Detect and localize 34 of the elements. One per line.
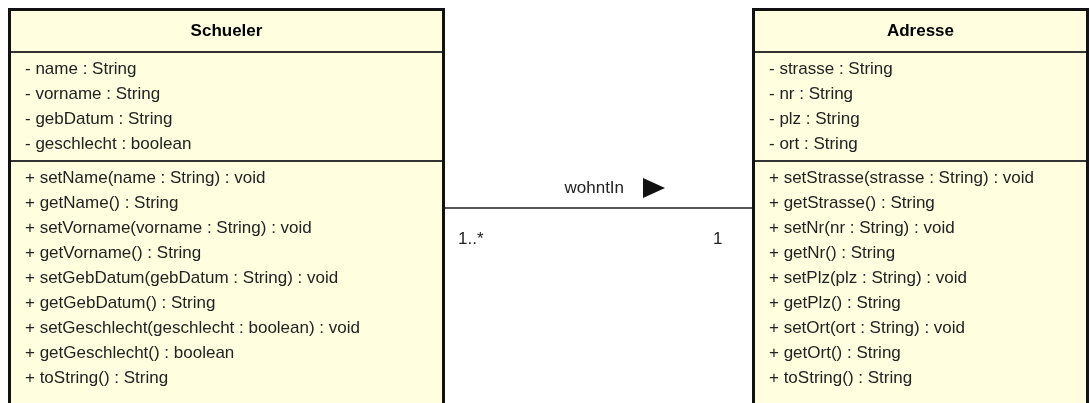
member-text: + toString() : String (25, 367, 170, 389)
member-text: - strasse : String (769, 58, 894, 80)
member-text: - name : String (25, 58, 138, 80)
member-text: + setGeschlecht(geschlecht : boolean) : void (25, 317, 361, 339)
member-text: + setPlz(plz : String) : void (769, 267, 968, 289)
multiplicity-label: 1 (713, 229, 723, 249)
multiplicity-label: 1..* (458, 229, 484, 249)
member-text: + getGebDatum() : String (25, 292, 217, 314)
member-text: - ort : String (769, 133, 859, 155)
member-text: - vorname : String (25, 83, 162, 105)
member-text: - gebDatum : String (25, 108, 174, 130)
member-text: + setNr(nr : String) : void (769, 217, 956, 239)
class-box (752, 8, 1089, 403)
member-text: + toString() : String (769, 367, 914, 389)
member-text: + setStrasse(strasse : String) : void (769, 167, 1035, 189)
member-text: - plz : String (769, 108, 861, 130)
edge-label: wohntIn (564, 178, 625, 198)
member-text: - geschlecht : boolean (25, 133, 193, 155)
member-text: - nr : String (769, 83, 855, 105)
member-text: + getVorname() : String (25, 242, 203, 264)
member-text: + getStrasse() : String (769, 192, 936, 214)
member-text: + getName() : String (25, 192, 180, 214)
association-line (444, 207, 753, 209)
class-name: Adresse (885, 20, 956, 42)
member-text: + getOrt() : String (769, 342, 902, 364)
member-text: + setOrt(ort : String) : void (769, 317, 967, 339)
class-box (8, 8, 445, 403)
member-text: + setGebDatum(gebDatum : String) : void (25, 267, 340, 289)
member-text: + getPlz() : String (769, 292, 902, 314)
member-text: + setVorname(vorname : String) : void (25, 217, 313, 239)
member-text: + getGeschlecht() : boolean (25, 342, 236, 364)
member-text: + setName(name : String) : void (25, 167, 267, 189)
member-text: + getNr() : String (769, 242, 897, 264)
class-name: Schueler (189, 20, 264, 42)
